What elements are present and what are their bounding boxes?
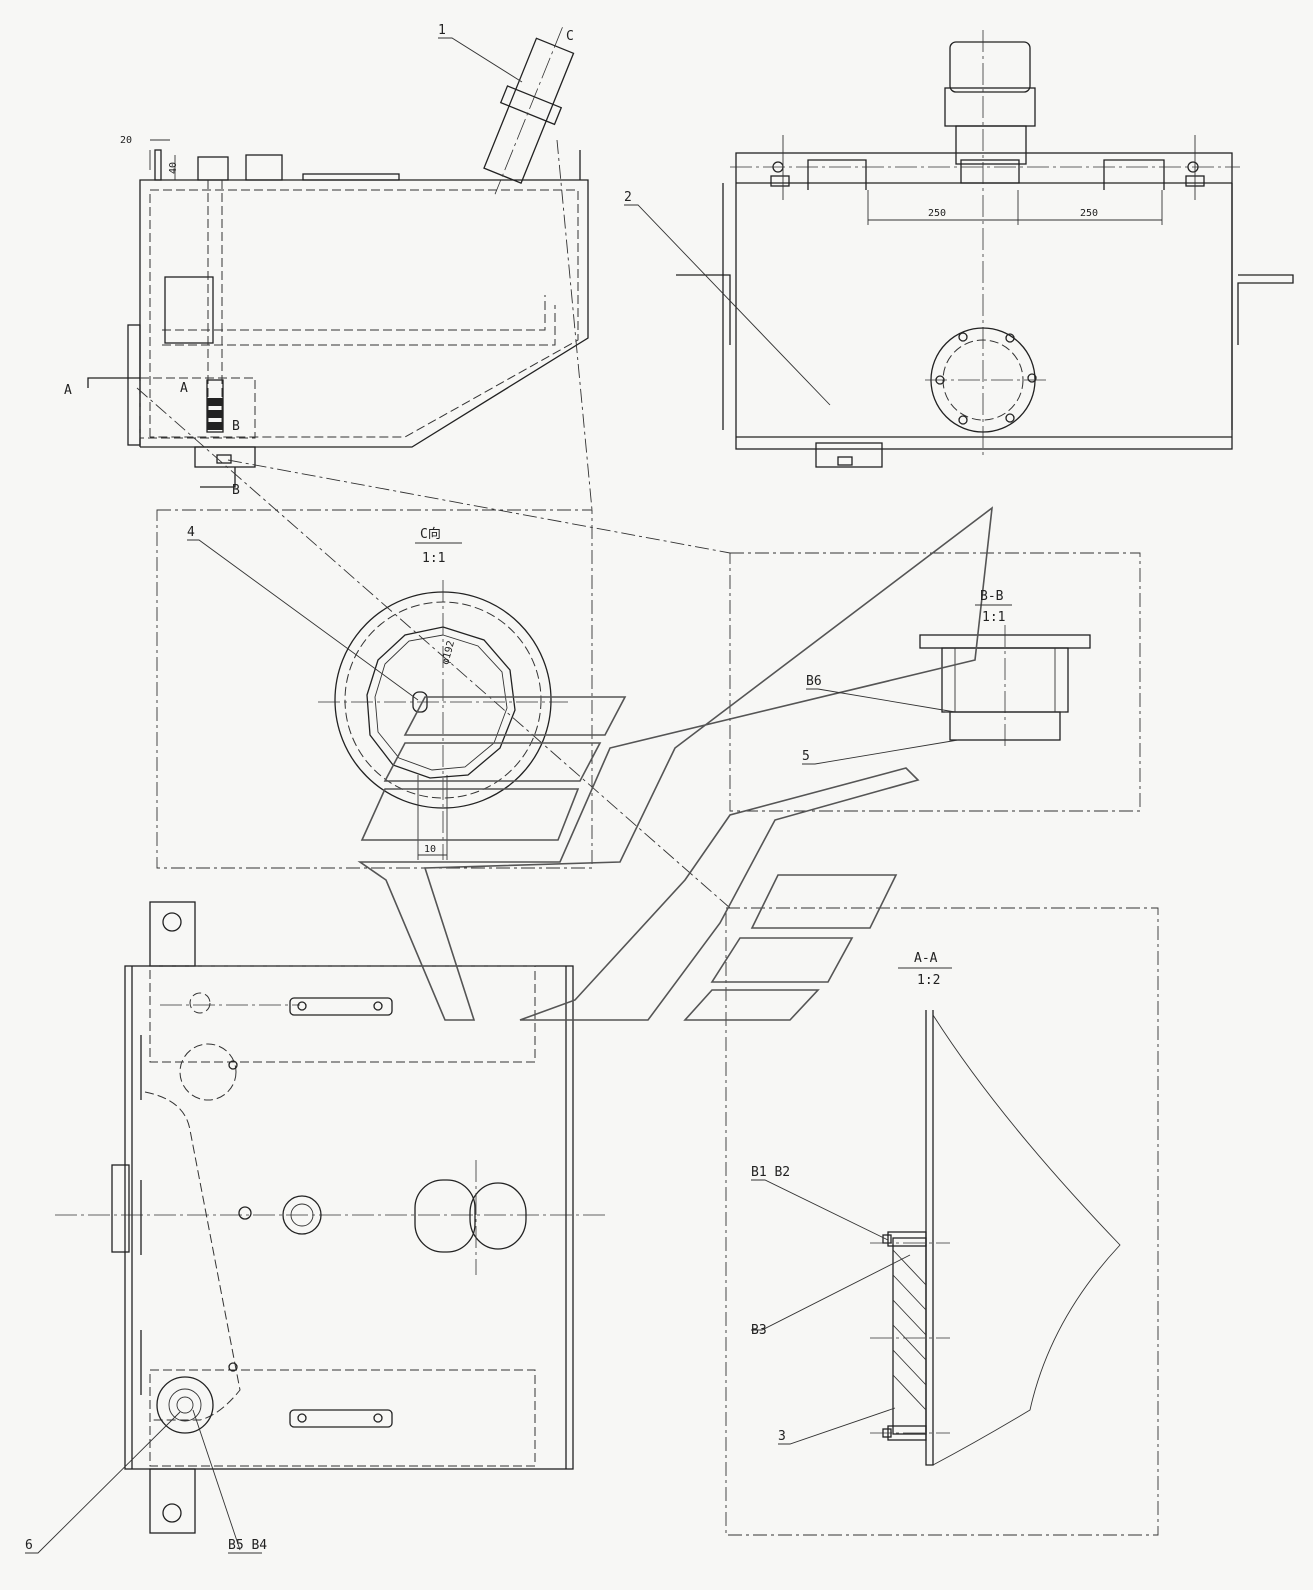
dim-40: 40 [168,162,179,174]
part-b1-b2: B1 B2 [751,1165,790,1180]
balloon-3: 3 [778,1429,786,1444]
balloon-2: 2 [624,190,632,205]
tank-front-outline [735,152,1233,450]
balloon-6: 6 [25,1538,33,1553]
detail-aa-scale: 1:2 [917,973,940,988]
tank-inner-wall [149,189,579,438]
dim-250-left: 250 [928,208,946,219]
balloon-4: 4 [187,525,195,540]
balloon-5: 5 [802,749,810,764]
projection-lines [136,139,731,909]
part-codes: B6 B1 B2 B3 B5 B4 [228,674,822,1553]
section-mark-b-bottom: B [232,483,240,498]
part-b3: B3 [751,1323,767,1338]
section-marks: A A B B C [64,29,574,498]
watermark-logo [357,506,994,1021]
dim-20: 20 [120,135,132,146]
detail-aa-title: A-A [914,951,938,966]
detail-aa-view [725,907,1159,1536]
detail-titles: C向 1:1 B-B 1:1 A-A 1:2 [415,526,1012,988]
detail-c-view [156,509,593,869]
side-elevation-view [87,27,589,488]
section-mark-b-top: B [232,419,240,434]
view-mark-c: C [566,29,574,44]
dim-10: 10 [424,844,436,855]
balloon-labels: 1 2 3 4 5 6 [25,23,810,1553]
section-mark-a-right: A [180,381,188,396]
tank-outline [139,179,589,448]
balloon-1: 1 [438,23,446,38]
section-mark-a-left: A [64,383,72,398]
tank-plan-outline [124,965,574,1470]
leader-lines [25,37,959,1554]
plan-view [55,901,605,1534]
front-elevation-view [676,30,1294,468]
detail-c-scale: 1:1 [422,551,445,566]
part-b6: B6 [806,674,822,689]
detail-c-title: C向 [420,526,441,542]
dim-diameter: φ192 [440,640,457,666]
dimension-texts: 20 40 250 250 10 φ192 [120,135,1098,855]
dim-250-right: 250 [1080,208,1098,219]
detail-bb-view [729,552,1141,812]
part-b5-b4: B5 B4 [228,1538,267,1553]
filler-neck [483,27,575,195]
detail-bb-title: B-B [980,589,1004,604]
detail-bb-scale: 1:1 [982,610,1005,625]
